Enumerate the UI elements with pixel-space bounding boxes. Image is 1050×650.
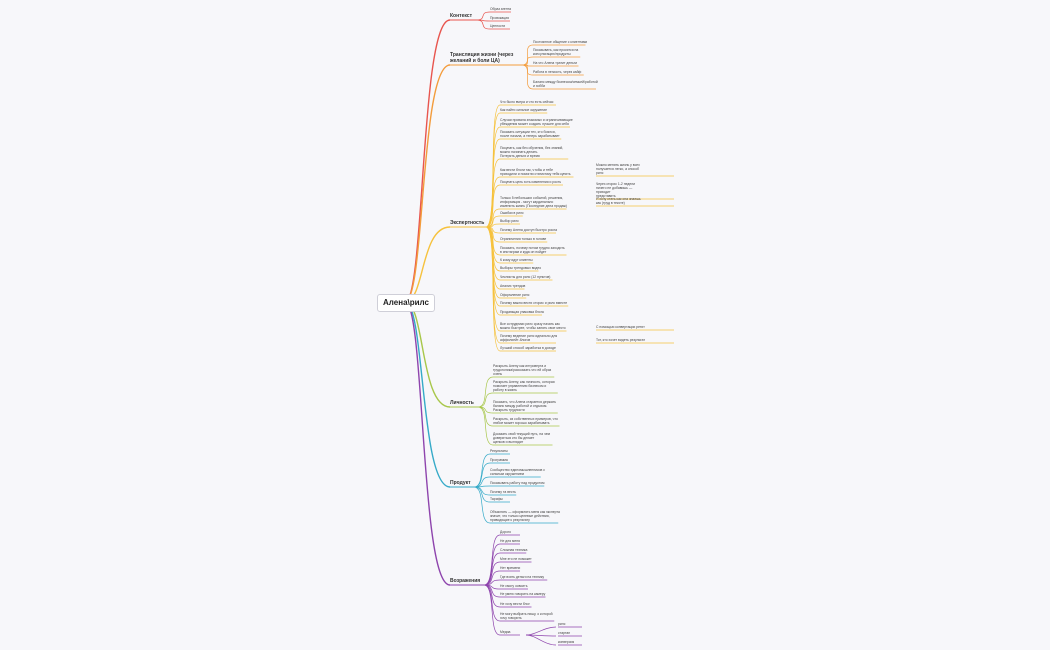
node-2-6[interactable]: Покупать цель хоть изменения и рость xyxy=(500,180,562,184)
node-4-5[interactable]: Тарифы xyxy=(490,497,503,501)
node-3-0[interactable]: Раскрыть Алену как интроверта и трудогол… xyxy=(493,364,552,376)
branch-5[interactable]: Возражения xyxy=(450,578,481,584)
node-5-0[interactable]: Дорого xyxy=(500,530,512,534)
item-connector-3-1 xyxy=(477,392,494,408)
sub-connector-0 xyxy=(525,626,557,636)
node-5-3[interactable]: Мне это не поможет xyxy=(500,557,532,561)
node-2-8[interactable]: Ошибки в рилс xyxy=(500,211,524,215)
item-connector-4-2 xyxy=(473,476,491,488)
item-connector-4-1 xyxy=(473,462,491,488)
branch-0[interactable]: Контекст xyxy=(450,13,473,19)
node-3-4[interactable]: Доказать свой текущий путь, на чем довер… xyxy=(493,432,550,444)
node-4-4[interactable]: Почему та весть xyxy=(490,490,516,494)
node-5-5[interactable]: Где взять деньги на технику xyxy=(500,575,545,579)
node-2-20[interactable]: Все сотрудники рилс сразу начать как мож… xyxy=(500,322,566,330)
node-2-14[interactable]: Выборы трендовых видео xyxy=(500,266,542,270)
node-1-3[interactable]: Работа в легкость, через кайф xyxy=(533,70,582,74)
sub-node-2[interactable]: конверсия xyxy=(558,640,575,644)
node-2-22[interactable]: Лучший способ заработка в доходе xyxy=(500,346,556,350)
node-2-17[interactable]: Оформление рилс xyxy=(500,293,530,297)
item-connector-2-3 xyxy=(485,138,501,228)
item-connector-4-0 xyxy=(473,453,491,488)
note-0[interactable]: Можно менять жизнь у всех получается лег… xyxy=(596,163,640,175)
branch-1[interactable]: Трансляция жизни (через желаний и боли Ц… xyxy=(450,52,514,64)
item-connector-4-6 xyxy=(473,486,491,524)
node-2-9[interactable]: Выбор рилс xyxy=(500,219,519,223)
item-connector-5-3 xyxy=(483,561,501,586)
item-connector-3-0 xyxy=(477,376,494,408)
node-2-13[interactable]: К кому идут клиенты xyxy=(500,258,533,262)
note-3[interactable]: С помощью конвертации ретит xyxy=(596,325,645,329)
node-4-2[interactable]: Сообщество единомышленников с сильным ок… xyxy=(490,468,545,476)
node-3-3[interactable]: Раскрыть, из собственных примеров, что л… xyxy=(493,417,558,425)
branch-connector-1 xyxy=(404,64,451,303)
node-2-19[interactable]: Продающая упаковка блога xyxy=(500,310,544,314)
sub-node-0[interactable]: рилс xyxy=(558,622,566,626)
item-connector-1-0 xyxy=(521,44,534,66)
node-2-0[interactable]: Что было вчера и что есть сейчас xyxy=(500,100,554,104)
node-2-16[interactable]: Анализ трендов xyxy=(500,284,526,288)
node-2-1[interactable]: Как найти сильное окружение xyxy=(500,108,548,112)
node-2-10[interactable]: Почему Алена доступ быстро росла xyxy=(500,228,558,232)
branch-3[interactable]: Личность xyxy=(450,400,474,406)
note-2[interactable]: Я хочу стать как она знаешь как (труд в … xyxy=(596,197,641,205)
branch-4[interactable]: Продукт xyxy=(450,480,471,486)
item-connector-5-10 xyxy=(483,584,501,636)
node-1-0[interactable]: Постоянное общение с клиентами xyxy=(533,40,588,44)
node-5-1[interactable]: Не для меня xyxy=(500,539,520,543)
node-5-8[interactable]: Не хочу вести блог xyxy=(500,602,530,606)
branch-connector-5 xyxy=(404,301,451,586)
note-4[interactable]: Тот, кто хочет видеть результат xyxy=(596,338,645,342)
node-4-0[interactable]: Результаты xyxy=(490,449,508,453)
item-connector-5-1 xyxy=(483,543,501,586)
node-2-21[interactable]: Почему ведение рилс идеально для аффилие… xyxy=(500,334,558,342)
node-5-6[interactable]: Не смогу освоить xyxy=(500,584,528,588)
note-1[interactable]: Через сторис 1-2 недели ничего не добави… xyxy=(596,182,636,198)
sub-connector-2 xyxy=(525,634,557,646)
root-topic[interactable]: Алена\рилс xyxy=(377,294,435,312)
item-connector-0-0 xyxy=(475,11,491,21)
node-5-10[interactable]: Медиа xyxy=(500,630,511,634)
item-connector-2-6 xyxy=(485,184,501,228)
node-5-9[interactable]: Не могу выбрать нишу, о которой хочу гов… xyxy=(500,612,553,620)
branch-2[interactable]: Экспертность xyxy=(450,220,485,226)
item-connector-4-5 xyxy=(473,486,491,503)
node-0-1[interactable]: Провокация xyxy=(490,16,509,20)
node-5-7[interactable]: Не умею говорить на камеру xyxy=(500,592,546,596)
node-2-18[interactable]: Почему важно вести сторис и рилс вместе xyxy=(500,301,568,305)
item-connector-0-2 xyxy=(475,19,491,30)
node-2-12[interactable]: Показать, почему потом трудно заходить в… xyxy=(500,246,565,254)
node-5-2[interactable]: Сложная техника xyxy=(500,548,528,552)
node-3-1[interactable]: Раскрыть Алену, как личность, которая по… xyxy=(493,380,555,392)
item-connector-5-0 xyxy=(483,534,501,586)
node-2-3[interactable]: Показать ситуации тех, кто боялся, после… xyxy=(500,130,560,138)
node-2-11[interactable]: Ограничения только в голове xyxy=(500,237,547,241)
node-1-1[interactable]: Показывать, как просятся на консультацию… xyxy=(533,48,579,56)
node-3-2[interactable]: Показать, что Алена старается держать ба… xyxy=(493,400,557,412)
item-connector-5-2 xyxy=(483,552,501,586)
node-5-4[interactable]: Нет времени xyxy=(500,566,521,570)
node-2-4[interactable]: Покупать, как без обучения, без знаний, … xyxy=(500,146,564,158)
node-0-0[interactable]: Образ агента xyxy=(490,7,512,11)
node-4-1[interactable]: Программа xyxy=(490,458,508,462)
item-connector-2-22 xyxy=(485,226,501,352)
node-2-15[interactable]: Чеклисты для рилс (12 пунктов) xyxy=(500,275,551,279)
node-4-6[interactable]: Объяснять — оформлять меня как эксперта … xyxy=(490,510,560,522)
branch-connector-0 xyxy=(404,19,451,303)
node-1-4[interactable]: Баланс между бизнесом/семьей/работой и х… xyxy=(533,80,598,88)
node-4-3[interactable]: Показывать работу над продуктом xyxy=(490,481,545,485)
node-2-7[interactable]: Только 5 небольших событий, решения, инф… xyxy=(500,196,567,208)
branch-connector-4 xyxy=(404,301,451,488)
node-0-2[interactable]: Ценности xyxy=(490,24,506,28)
item-connector-1-4 xyxy=(521,64,534,90)
node-2-5[interactable]: Как вести блоги так, чтобы и тебе приход… xyxy=(500,168,571,176)
node-1-2[interactable]: На что Алена тратит деньги xyxy=(533,61,578,65)
sub-node-1[interactable]: стартап xyxy=(558,631,571,635)
node-2-2[interactable]: Случаи провала знакомых и ограничивающие… xyxy=(500,118,573,126)
